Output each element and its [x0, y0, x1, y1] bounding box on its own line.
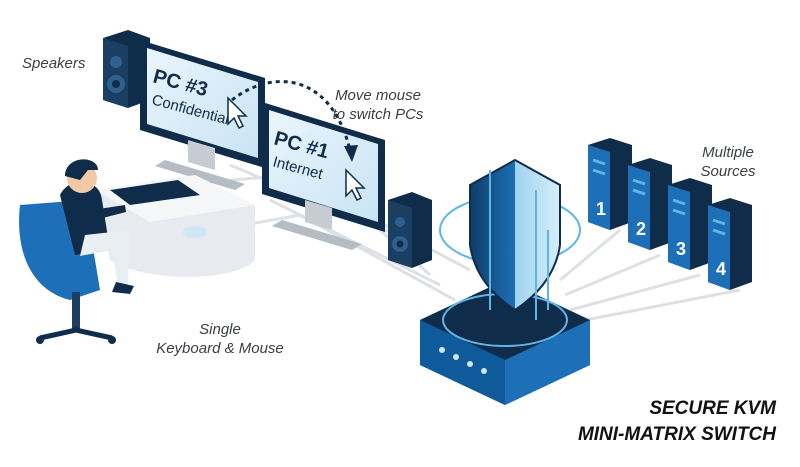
- led-icon: [467, 361, 473, 367]
- cursor-icon: [345, 168, 366, 202]
- server-1-icon: [588, 138, 632, 230]
- server-4-icon: [708, 198, 752, 290]
- server-1-number: 1: [596, 199, 606, 219]
- led-icon: [453, 354, 459, 360]
- single-keyboard-mouse-label: Single Keyboard & Mouse: [140, 320, 300, 358]
- move-mouse-line1: Move mouse: [335, 87, 421, 104]
- multiple-sources-line1: Multiple: [702, 144, 754, 161]
- server-2-icon: [628, 158, 672, 250]
- multiple-sources-line2: Sources: [700, 163, 756, 180]
- mouse-icon: [183, 226, 207, 238]
- server-3-number: 3: [676, 239, 686, 259]
- server-4-number: 4: [716, 259, 726, 279]
- kvm-switch-device: [420, 280, 590, 405]
- product-title: SECURE KVM MINI-MATRIX SWITCH: [578, 396, 776, 448]
- arrow-head-icon: [344, 145, 358, 162]
- keyboard-icon: [110, 180, 200, 205]
- led-icon: [481, 368, 487, 374]
- led-icon: [439, 347, 445, 353]
- single-line1: Single: [199, 321, 241, 338]
- move-mouse-label: Move mouse to switch PCs: [318, 86, 438, 124]
- server-2-number: 2: [636, 219, 646, 239]
- speaker-left-icon: [103, 30, 150, 108]
- cursor-icon: [227, 96, 248, 130]
- monitor-pc1: [262, 102, 385, 250]
- desk: [95, 175, 255, 277]
- servers: [588, 138, 752, 290]
- move-mouse-line2: to switch PCs: [332, 106, 424, 123]
- monitor-pc3: [140, 40, 265, 190]
- shield-icon: [439, 158, 581, 320]
- product-title-line1: SECURE KVM: [649, 398, 776, 419]
- user-figure: [19, 159, 134, 344]
- product-title-line2: MINI-MATRIX SWITCH: [577, 424, 776, 445]
- speaker-right-icon: [388, 192, 432, 268]
- switch-arrow-icon: [231, 80, 352, 151]
- single-line2: Keyboard & Mouse: [156, 340, 284, 357]
- speakers-label: Speakers: [22, 55, 86, 72]
- server-3-icon: [668, 178, 712, 270]
- multiple-sources-label: Multiple Sources: [688, 143, 768, 181]
